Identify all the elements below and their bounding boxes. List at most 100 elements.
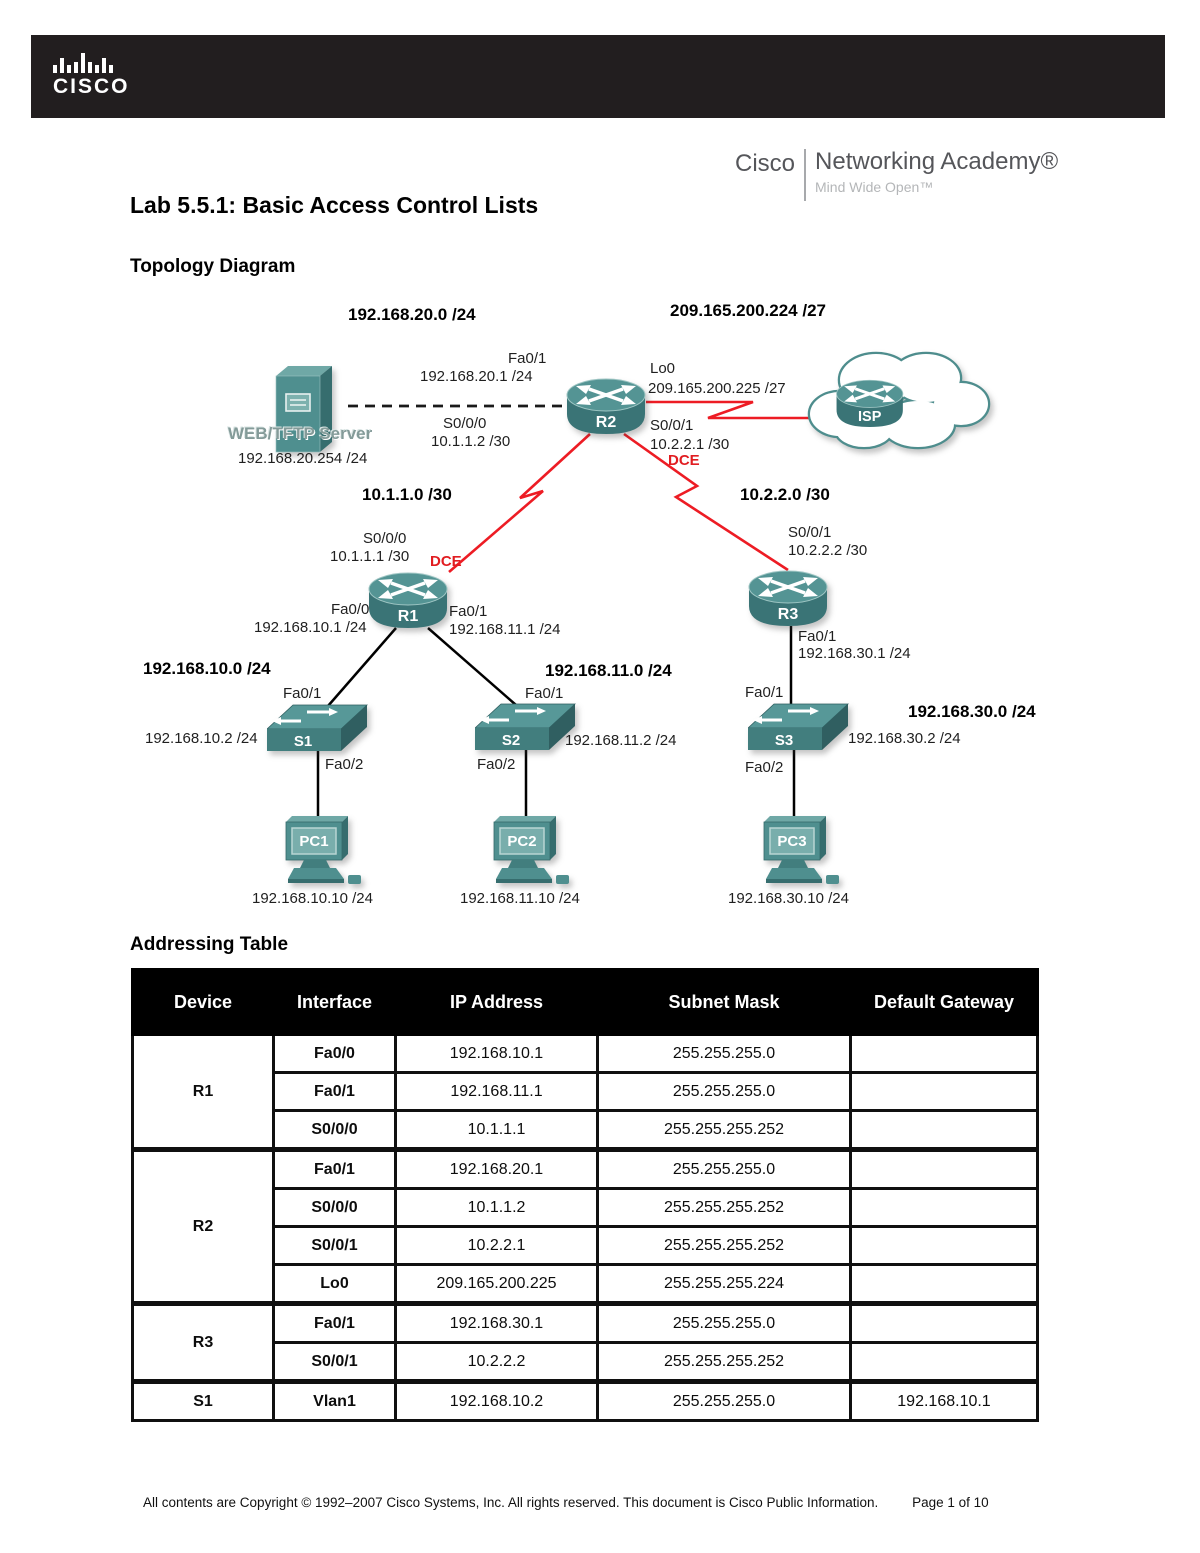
- interface-cell: S0/0/0: [272, 1187, 397, 1228]
- gw-cell: [849, 1263, 1039, 1305]
- col-header-mask: Subnet Mask: [596, 968, 852, 1036]
- server-icon: [275, 366, 332, 453]
- interface-cell: Fa0/0: [272, 1033, 397, 1074]
- col-header-device: Device: [131, 968, 275, 1036]
- page-title: Lab 5.5.1: Basic Access Control Lists: [130, 192, 539, 218]
- isp-cloud-icon: ISP: [807, 351, 991, 450]
- r1-dce-label: DCE: [430, 553, 462, 570]
- s3-fa02-label: Fa0/2: [745, 759, 784, 776]
- mask-cell: 255.255.255.0: [596, 1379, 852, 1422]
- ip-cell: 10.2.2.2: [394, 1341, 599, 1383]
- academy-brand: Cisco: [735, 150, 796, 177]
- cisco-bridge-icon: [53, 53, 130, 73]
- cisco-logo-text: CISCO: [53, 75, 130, 98]
- router-r3-icon: R3: [748, 570, 828, 626]
- s2-label: S2: [502, 732, 520, 749]
- s2-ip-label: 192.168.11.2 /24: [565, 732, 677, 749]
- lan-link-r1-s2: [427, 627, 517, 706]
- server-name-label: WEB/TFTP Server: [228, 424, 373, 443]
- network-label-192-30: 192.168.30.0 /24: [908, 702, 1036, 721]
- interface-cell: S0/0/1: [272, 1341, 397, 1383]
- mask-cell: 255.255.255.0: [596, 1071, 852, 1112]
- pc3-icon: PC3: [763, 816, 839, 884]
- header-bar: CISCO: [31, 35, 1165, 118]
- ip-cell: 10.1.1.1: [394, 1109, 599, 1151]
- device-cell: R1: [131, 1033, 275, 1151]
- lan-link-r1-s1: [327, 627, 397, 707]
- server-ip-label: 192.168.20.254 /24: [238, 450, 368, 467]
- ip-cell: 192.168.11.1: [394, 1071, 599, 1112]
- s1-label: S1: [294, 733, 312, 750]
- topology-heading: Topology Diagram: [130, 256, 296, 277]
- r2-lo0-label: Lo0: [650, 360, 676, 377]
- interface-cell: Fa0/1: [272, 1071, 397, 1112]
- r2-dce-label: DCE: [668, 452, 700, 469]
- router-r2-icon: R2: [566, 378, 646, 434]
- academy-tagline: Mind Wide Open™: [815, 179, 934, 196]
- switch-s3-icon: S3: [748, 703, 849, 750]
- ip-cell: 10.2.2.1: [394, 1225, 599, 1266]
- logo-divider: [804, 149, 807, 201]
- mask-cell: 255.255.255.252: [596, 1225, 852, 1266]
- pc2-ip-label: 192.168.11.10 /24: [460, 890, 580, 907]
- network-label-209: 209.165.200.224 /27: [670, 301, 826, 320]
- mask-cell: 255.255.255.224: [596, 1263, 852, 1305]
- ip-cell: 192.168.10.1: [394, 1033, 599, 1074]
- col-header-interface: Interface: [272, 968, 397, 1036]
- r2-s001-ip-label: 10.2.2.1 /30: [650, 436, 730, 453]
- s3-ip-label: 192.168.30.2 /24: [848, 730, 961, 747]
- network-label-20: 192.168.20.0 /24: [348, 305, 476, 324]
- s1-fa01-label: Fa0/1: [283, 685, 322, 702]
- r1-fa01-label: Fa0/1: [449, 603, 488, 620]
- mask-cell: 255.255.255.0: [596, 1033, 852, 1074]
- interface-cell: Fa0/1: [272, 1147, 397, 1190]
- mask-cell: 255.255.255.252: [596, 1341, 852, 1383]
- col-header-ip: IP Address: [394, 968, 599, 1036]
- mask-cell: 255.255.255.0: [596, 1301, 852, 1344]
- device-cell: S1: [131, 1379, 275, 1422]
- copyright-text: All contents are Copyright © 1992–2007 C…: [143, 1495, 879, 1510]
- s3-fa01-label: Fa0/1: [745, 684, 784, 701]
- s2-fa01-label: Fa0/1: [525, 685, 564, 702]
- gw-cell: [849, 1033, 1039, 1074]
- s2-fa02-label: Fa0/2: [477, 756, 516, 773]
- r3-fa01-label: Fa0/1: [798, 628, 837, 645]
- device-cell: R3: [131, 1301, 275, 1383]
- gw-cell: 192.168.10.1: [849, 1379, 1039, 1422]
- r1-label: R1: [398, 608, 419, 625]
- gw-cell: [849, 1187, 1039, 1228]
- gw-cell: [849, 1147, 1039, 1190]
- device-cell: R2: [131, 1147, 275, 1305]
- r3-fa01-ip-label: 192.168.30.1 /24: [798, 645, 911, 662]
- r2-fa01-label: Fa0/1: [508, 350, 547, 367]
- pc3-label: PC3: [777, 833, 806, 850]
- s3-label: S3: [775, 732, 793, 749]
- switch-s2-icon: S2: [475, 703, 576, 750]
- r1-s000-ip-label: 10.1.1.1 /30: [330, 548, 410, 565]
- r3-label: R3: [778, 606, 799, 623]
- gw-cell: [849, 1225, 1039, 1266]
- s1-fa02-label: Fa0/2: [325, 756, 364, 773]
- pc2-label: PC2: [507, 833, 536, 850]
- s1-ip-label: 192.168.10.2 /24: [145, 730, 258, 747]
- r1-fa01-ip-label: 192.168.11.1 /24: [449, 621, 561, 638]
- ip-cell: 10.1.1.2: [394, 1187, 599, 1228]
- gw-cell: [849, 1071, 1039, 1112]
- interface-cell: S0/0/1: [272, 1225, 397, 1266]
- ip-cell: 192.168.30.1: [394, 1301, 599, 1344]
- mask-cell: 255.255.255.252: [596, 1109, 852, 1151]
- interface-cell: Lo0: [272, 1263, 397, 1305]
- mask-cell: 255.255.255.0: [596, 1147, 852, 1190]
- isp-router-icon: ISP: [836, 379, 904, 427]
- r1-fa00-ip-label: 192.168.10.1 /24: [254, 619, 367, 636]
- mask-cell: 255.255.255.252: [596, 1187, 852, 1228]
